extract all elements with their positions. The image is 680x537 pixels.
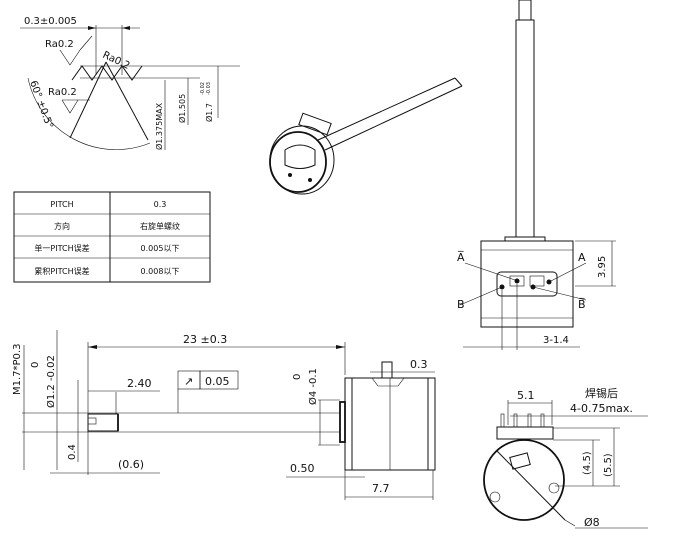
boss-diameter: Ø4 -0.1	[307, 368, 319, 405]
roughness-label: Ra0.2	[48, 87, 77, 98]
pin-label-a: A	[578, 251, 586, 264]
solder-note: 焊锡后	[585, 386, 618, 400]
body-length: 7.7	[372, 482, 390, 495]
pin-label-b-bar: B̅	[578, 298, 586, 311]
pin-label-b: B	[457, 298, 465, 311]
table-label: PITCH	[50, 200, 73, 209]
pin-width: 0.3	[410, 358, 428, 371]
thread-length: 2.40	[127, 377, 152, 390]
body-diameter: Ø8	[584, 516, 600, 529]
boss-diameter-tol: 0	[292, 374, 303, 380]
gap-dim: (0.6)	[118, 458, 144, 471]
flat-width: 0.4	[67, 444, 78, 460]
major-diameter: Ø1.7	[204, 103, 214, 122]
table-label: 单一PITCH误差	[34, 243, 89, 253]
table-value: 右旋单螺纹	[140, 221, 180, 231]
pin-span: 5.1	[517, 389, 535, 402]
outer-height: (5.5)	[603, 453, 614, 477]
runout-symbol: ↗	[184, 375, 193, 388]
table-label: 累积PITCH误差	[34, 266, 89, 276]
thread-spec: M1.7*P0.3	[12, 344, 23, 395]
table-value: 0.3	[154, 200, 167, 209]
pitch-diameter: Ø1.505	[177, 94, 187, 123]
major-diameter-tol-upper: -0.02	[200, 82, 206, 95]
runout-value: 0.05	[205, 375, 230, 388]
thread-pitch-dim: 0.3±0.005	[24, 16, 77, 27]
roughness-label: Ra0.2	[101, 50, 132, 72]
thread-detail: 0.3±0.005 Ra0.2 Ra0.2 Ra0.2 60° ±0.5° Ø1…	[20, 16, 240, 150]
table-label: 方向	[54, 221, 70, 231]
flange-dim: 0.50	[290, 462, 315, 475]
pitch-table: PITCH 0.3 方向 右旋单螺纹 单一PITCH误差 0.005以下 累积P…	[13, 191, 211, 283]
table-value: 0.005以下	[141, 244, 180, 253]
pin-label-a-bar: A̅	[457, 251, 465, 264]
top-view: A̅ A B B̅ 3.95 3-1.4	[457, 0, 616, 350]
side-view: M1.7*P0.3 0 Ø1.2 -0.02 0.4 23 ±0.3 2.40 …	[12, 330, 436, 500]
isometric-view	[269, 77, 463, 195]
roughness-label: Ra0.2	[45, 39, 74, 50]
root-diameter: Ø1.375MAX	[154, 102, 164, 150]
pin-pitch-dim: 3-1.4	[543, 335, 569, 346]
shaft-diameter-tol: 0	[30, 362, 41, 368]
major-diameter-tol-lower: -0.03	[206, 82, 212, 95]
table-value: 0.008以下	[141, 267, 180, 276]
overall-length: 23 ±0.3	[183, 333, 227, 346]
shaft-diameter: Ø1.2 -0.02	[45, 355, 57, 408]
inner-height: (4.5)	[582, 451, 593, 475]
height-dim: 3.95	[597, 256, 608, 278]
pin-note: 4-0.75max.	[570, 402, 633, 415]
front-view: 焊锡后 4-0.75max. 5.1 (4.5) (5.5) Ø8	[483, 386, 648, 529]
